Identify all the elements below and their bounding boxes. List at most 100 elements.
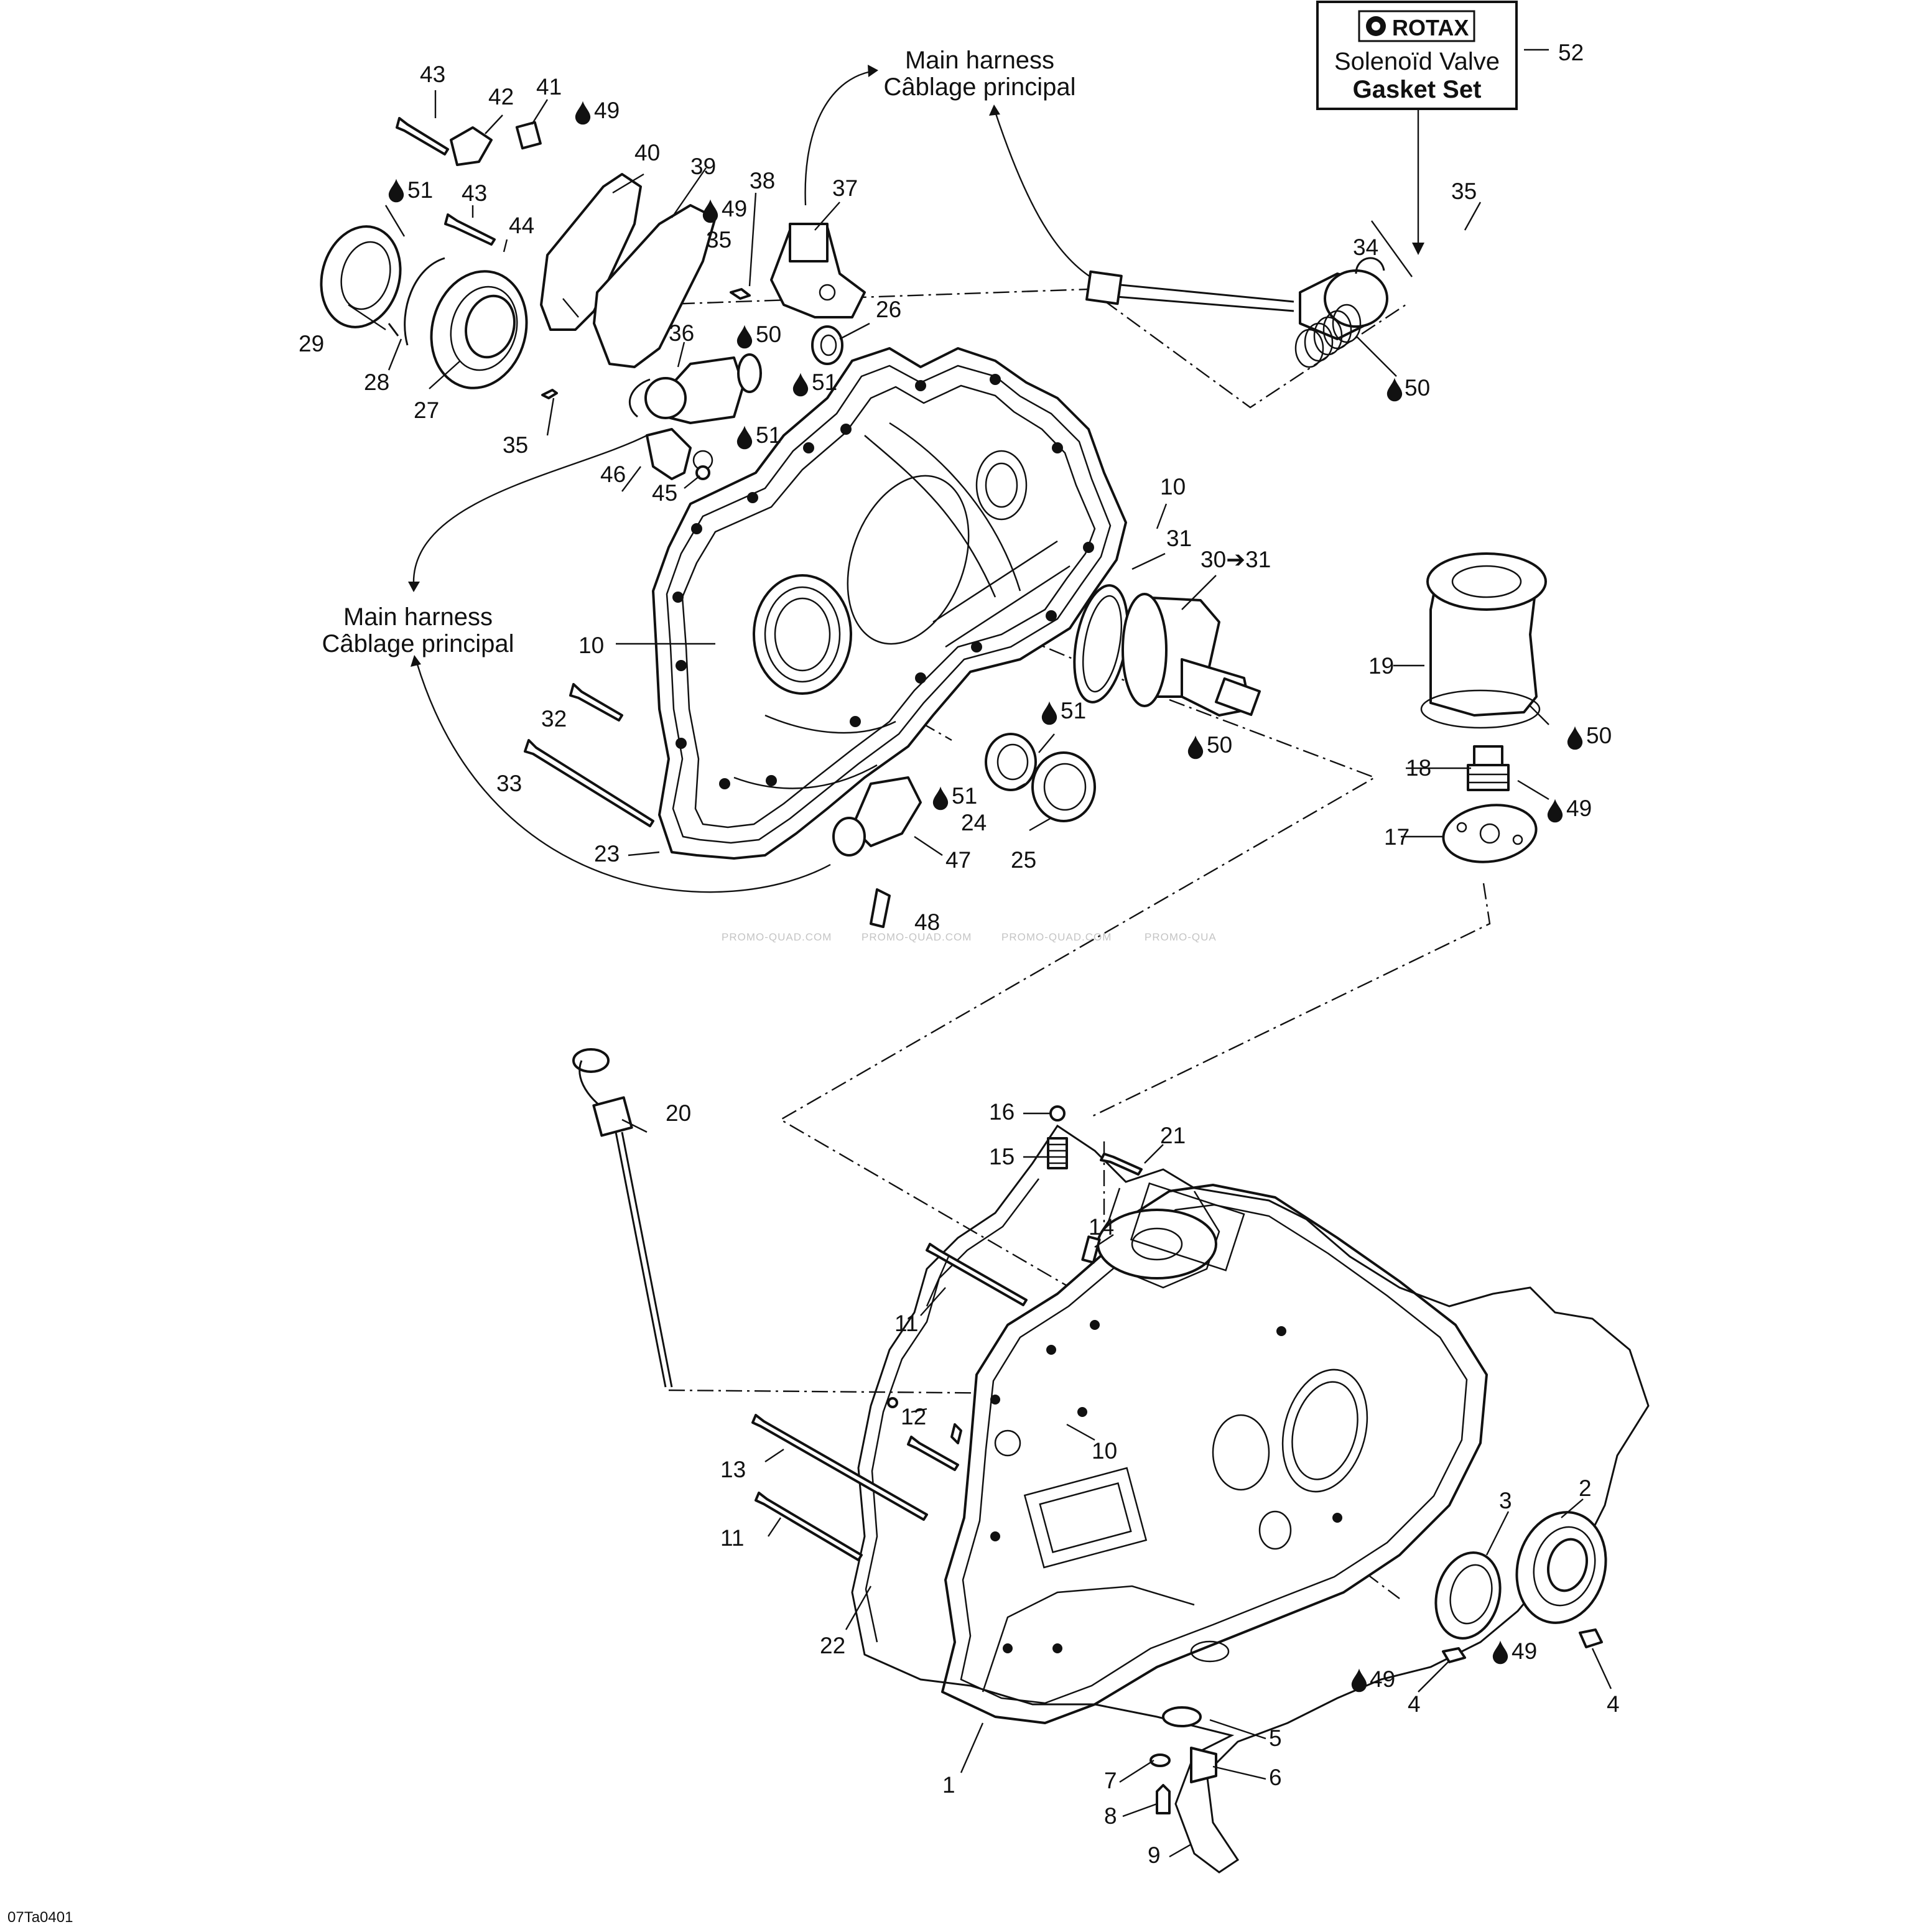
part-label: 9: [1148, 1842, 1161, 1868]
harness-left-line2: Câblage principal: [322, 630, 514, 657]
part-label: 34: [1353, 235, 1378, 260]
part-label: 39: [690, 154, 716, 179]
part-label: 13: [720, 1457, 746, 1482]
part-label: 49: [1370, 1666, 1395, 1692]
seal-26: [811, 325, 843, 365]
drop-icon: [1492, 1640, 1508, 1665]
part-label: 10: [578, 633, 604, 658]
part-label: 15: [989, 1144, 1015, 1169]
part-label: 43: [420, 62, 445, 87]
sensor-47: [832, 776, 922, 857]
part-label: 32: [541, 706, 567, 731]
bearing-2: [1515, 1511, 1607, 1624]
part-label: 4: [1607, 1691, 1620, 1717]
part-label: 8: [1104, 1803, 1117, 1829]
watermark-text: PROMO-QUAD.COM: [862, 931, 972, 943]
drop-icon: [1386, 378, 1403, 402]
part-label: 7: [1104, 1768, 1117, 1793]
harness-note-top: Main harness Câblage principal: [883, 47, 1075, 101]
seal-29: [320, 225, 402, 328]
harness-top-line2: Câblage principal: [883, 73, 1075, 101]
sensor-42: [450, 126, 493, 166]
drop-icon: [1041, 701, 1057, 725]
solenoid-valve-36: [629, 353, 762, 424]
diagram-code: 07Ta0401: [7, 1909, 73, 1926]
bolts: [396, 117, 1603, 1814]
part-label: 4: [1408, 1691, 1421, 1717]
part-label: 26: [876, 297, 901, 322]
part-label: 23: [594, 841, 620, 866]
part-label: 51: [756, 422, 781, 448]
watermark-text: PROMO-QUA: [1145, 931, 1217, 943]
seal-24: [985, 733, 1037, 791]
part-label: 48: [914, 909, 940, 935]
part-label: 17: [1384, 824, 1410, 850]
part-label: 25: [1011, 847, 1036, 873]
part-label: 21: [1160, 1123, 1186, 1148]
part-label: 49: [722, 196, 747, 221]
part-label: 33: [496, 771, 522, 796]
dipstick-20: [572, 1048, 673, 1388]
drop-icon: [932, 786, 949, 810]
part-label: 29: [299, 331, 324, 356]
drop-icon: [1567, 726, 1583, 750]
part-label: 50: [1207, 732, 1232, 758]
part-label: 35: [1451, 179, 1477, 204]
kit-title-line2: Gasket Set: [1353, 76, 1482, 103]
circlip-28: [388, 257, 445, 346]
drop-icon: [736, 425, 753, 450]
part-label: 51: [952, 783, 977, 809]
drop-icon: [575, 101, 591, 125]
part-label: 49: [1512, 1638, 1537, 1664]
part-label: 31: [1166, 526, 1192, 551]
crankcase-cover: [652, 347, 1127, 860]
part-label: 36: [669, 320, 694, 346]
part-label: 5: [1269, 1725, 1282, 1751]
part-label: 40: [634, 140, 660, 165]
part-label: 24: [961, 810, 987, 835]
part-label: 27: [414, 397, 439, 423]
part-label: 30➔31: [1201, 547, 1271, 572]
part-label: 10: [1092, 1438, 1117, 1464]
part-label: 11: [894, 1311, 918, 1336]
part-label: 51: [1061, 698, 1086, 723]
watermark: PROMO-QUAD.COM PROMO-QUAD.COM PROMO-QUAD…: [722, 931, 1217, 943]
bearing-3: [1434, 1551, 1502, 1640]
harness-note-left: Main harness Câblage principal: [322, 603, 514, 657]
part-labels: 43 42 41 49 40 39 38 37 51 43 49 44 35 2…: [299, 62, 1620, 1868]
watermark-text: PROMO-QUAD.COM: [1001, 931, 1112, 943]
kit-number: 52: [1558, 40, 1584, 65]
part-label: 14: [1089, 1214, 1114, 1240]
part-label: 35: [706, 227, 731, 253]
crankcase-gasket: [851, 1124, 1650, 1874]
drop-icon: [1351, 1668, 1367, 1693]
drop-icon: [792, 373, 809, 397]
leader-lines: [348, 49, 1612, 1858]
part-label: 46: [600, 462, 626, 487]
reference-arrows: [408, 65, 1424, 893]
part-label: 49: [594, 98, 620, 123]
part-label: 50: [1586, 723, 1612, 748]
part-label: 51: [407, 177, 433, 203]
part-label: 43: [462, 180, 487, 206]
part-label: 16: [989, 1099, 1015, 1125]
part-label: 28: [364, 369, 389, 395]
connector-37: [770, 223, 866, 318]
harness-left-line1: Main harness: [343, 603, 493, 631]
drop-icon: [1547, 799, 1563, 823]
part-label: 50: [1405, 375, 1430, 401]
bearing-25: [1031, 751, 1096, 822]
part-label: 51: [812, 369, 837, 395]
plate-17: [1442, 804, 1538, 863]
fitting-18: [1467, 745, 1510, 791]
part-label: 41: [536, 74, 562, 100]
drop-icon: [702, 199, 718, 223]
part-label: 42: [488, 84, 514, 109]
part-label: 47: [945, 847, 971, 873]
part-label: 11: [720, 1525, 744, 1551]
part-label: 45: [652, 480, 677, 506]
part-label: 44: [509, 213, 534, 238]
watermark-text: PROMO-QUAD.COM: [722, 931, 832, 943]
solenoid-valve-34: [1085, 257, 1388, 368]
